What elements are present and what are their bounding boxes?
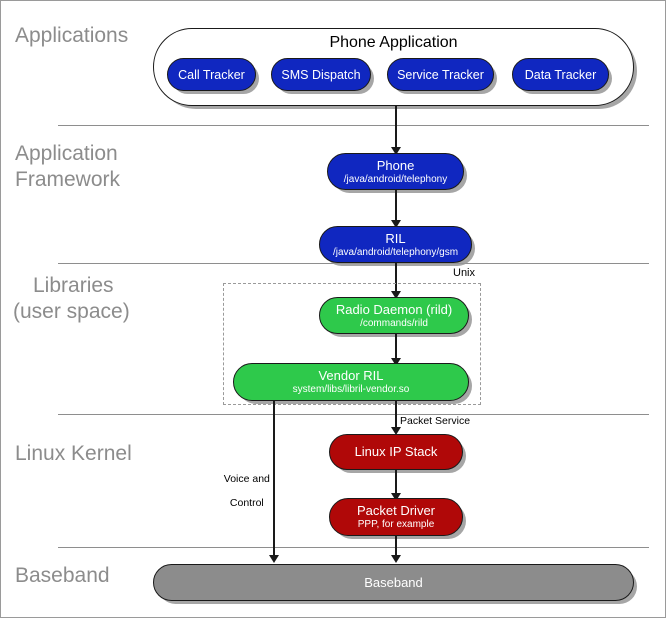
library-node-radio-daemon-subtitle: /commands/rild — [360, 317, 428, 329]
arrowhead-ip-stack-to-packet-driver — [391, 493, 401, 501]
app-node-call-tracker[interactable]: Call Tracker — [167, 58, 256, 91]
edge-vendor-ril-to-baseband-voice — [273, 401, 275, 559]
framework-node-ril[interactable]: RIL /java/android/telephony/gsm — [319, 226, 472, 263]
arrowhead-apps-to-phone — [391, 147, 401, 155]
unix-group-label: Unix — [453, 267, 476, 279]
arrowhead-vendor-ril-to-ip-stack — [391, 427, 401, 435]
baseband-node-title: Baseband — [364, 574, 423, 590]
app-node-service-tracker[interactable]: Service Tracker — [387, 58, 494, 91]
kernel-node-packet-driver[interactable]: Packet Driver PPP, for example — [329, 498, 463, 536]
divider-linux-kernel — [58, 547, 649, 548]
arrowhead-rild-to-vendor-ril — [391, 358, 401, 366]
edge-apps-to-phone — [395, 106, 397, 149]
framework-node-phone-title: Phone — [376, 157, 415, 173]
edge-label-voice-and-control-line2: Control — [229, 497, 264, 509]
kernel-node-linux-ip-stack[interactable]: Linux IP Stack — [329, 434, 463, 470]
kernel-node-packet-driver-title: Packet Driver — [356, 503, 436, 518]
arrowhead-phone-to-ril — [391, 220, 401, 228]
layer-label-applications: Applications — [15, 24, 129, 47]
divider-libraries — [58, 414, 649, 415]
layer-label-libraries-line1: Libraries — [33, 274, 114, 297]
app-node-sms-dispatch[interactable]: SMS Dispatch — [271, 58, 371, 91]
edge-label-packet-service: Packet Service — [400, 415, 471, 427]
app-node-data-tracker-label: Data Tracker — [524, 67, 597, 82]
edge-phone-to-ril — [395, 190, 397, 222]
divider-applications — [58, 125, 649, 126]
layer-label-application-framework-line2: Framework — [15, 168, 121, 191]
edge-rild-to-vendor-ril — [395, 334, 397, 362]
layer-label-linux-kernel: Linux Kernel — [15, 442, 132, 465]
arrowhead-packet-driver-to-baseband — [391, 555, 401, 563]
framework-node-phone-subtitle: /java/android/telephony — [343, 173, 448, 185]
kernel-node-linux-ip-stack-title: Linux IP Stack — [354, 444, 438, 459]
edge-label-voice-and-control-line1: Voice and — [223, 473, 270, 485]
library-node-vendor-ril[interactable]: Vendor RIL system/libs/libril-vendor.so — [233, 363, 469, 401]
app-node-call-tracker-label: Call Tracker — [178, 67, 245, 82]
layer-label-libraries-line2: (user space) — [13, 300, 130, 323]
framework-node-phone[interactable]: Phone /java/android/telephony — [327, 153, 464, 190]
layer-label-application-framework-line1: Application — [15, 142, 118, 165]
edge-label-voice-and-control: Voice and Control — [208, 461, 274, 521]
library-node-radio-daemon-title: Radio Daemon (rild) — [335, 301, 453, 317]
edge-packet-driver-to-baseband — [395, 536, 397, 559]
app-node-sms-dispatch-label: SMS Dispatch — [281, 67, 361, 82]
arrowhead-vendor-ril-to-baseband-voice — [269, 555, 279, 563]
edge-ril-to-rild — [395, 263, 397, 295]
library-node-vendor-ril-title: Vendor RIL — [318, 368, 384, 383]
framework-node-ril-subtitle: /java/android/telephony/gsm — [332, 246, 459, 258]
library-node-radio-daemon[interactable]: Radio Daemon (rild) /commands/rild — [319, 297, 469, 334]
layer-label-baseband: Baseband — [15, 564, 110, 587]
kernel-node-packet-driver-subtitle: PPP, for example — [357, 519, 435, 530]
unix-group-box — [223, 283, 481, 405]
arrowhead-ril-to-rild — [391, 291, 401, 299]
baseband-node[interactable]: Baseband — [153, 564, 634, 601]
divider-application-framework — [58, 263, 649, 264]
library-node-vendor-ril-subtitle: system/libs/libril-vendor.so — [292, 384, 410, 395]
edge-ip-stack-to-packet-driver — [395, 470, 397, 497]
edge-vendor-ril-to-ip-stack — [395, 401, 397, 431]
app-node-data-tracker[interactable]: Data Tracker — [512, 58, 609, 91]
framework-node-ril-title: RIL — [385, 230, 406, 246]
phone-application-title: Phone Application — [329, 34, 458, 51]
app-node-service-tracker-label: Service Tracker — [397, 67, 484, 82]
